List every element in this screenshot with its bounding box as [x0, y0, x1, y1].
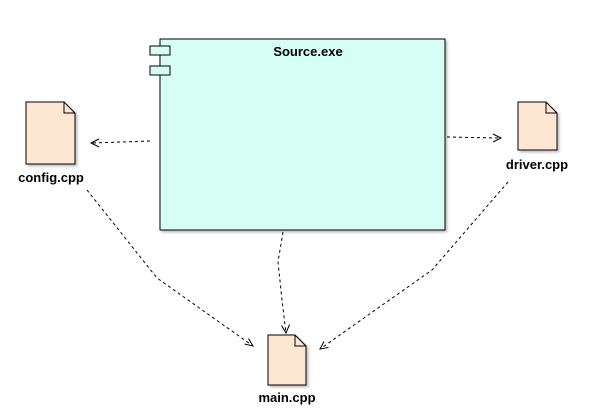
file-icon-fold	[545, 102, 557, 114]
file-icon	[25, 101, 76, 165]
dependency-line	[86, 189, 254, 347]
artifact-config-cpp[interactable]: config.cpp	[18, 101, 84, 185]
dependency-line	[446, 136, 501, 139]
arrowhead-icon	[281, 324, 290, 335]
dependency-source-config[interactable]	[89, 138, 151, 148]
arrowhead-icon	[244, 338, 255, 347]
artifact-label-main: main.cpp	[258, 390, 315, 405]
file-icon	[517, 101, 558, 151]
dependency-line	[319, 181, 509, 350]
artifact-label-config: config.cpp	[18, 170, 84, 185]
artifact-main-cpp[interactable]: main.cpp	[258, 334, 316, 405]
arrowhead-icon	[319, 341, 329, 350]
artifact-driver-cpp[interactable]: driver.cpp	[506, 101, 568, 172]
dependency-source-main[interactable]	[277, 231, 290, 335]
artifact-label-driver: driver.cpp	[506, 157, 568, 172]
dependency-source-driver[interactable]	[446, 133, 503, 143]
arrowhead-icon	[492, 133, 503, 143]
dependency-line	[91, 140, 151, 144]
dependency-driver-main[interactable]	[319, 181, 509, 350]
file-icon-fold	[63, 102, 75, 114]
file-icon	[267, 334, 307, 386]
component-label: Source.exe	[273, 44, 342, 59]
component-box	[159, 38, 446, 231]
component-icon	[149, 45, 171, 76]
component-source-exe[interactable]: Source.exe	[149, 38, 446, 231]
file-icon-fold	[294, 335, 306, 347]
dependency-config-main[interactable]	[86, 189, 255, 347]
dependency-line	[277, 231, 287, 334]
arrowhead-icon	[89, 138, 100, 148]
